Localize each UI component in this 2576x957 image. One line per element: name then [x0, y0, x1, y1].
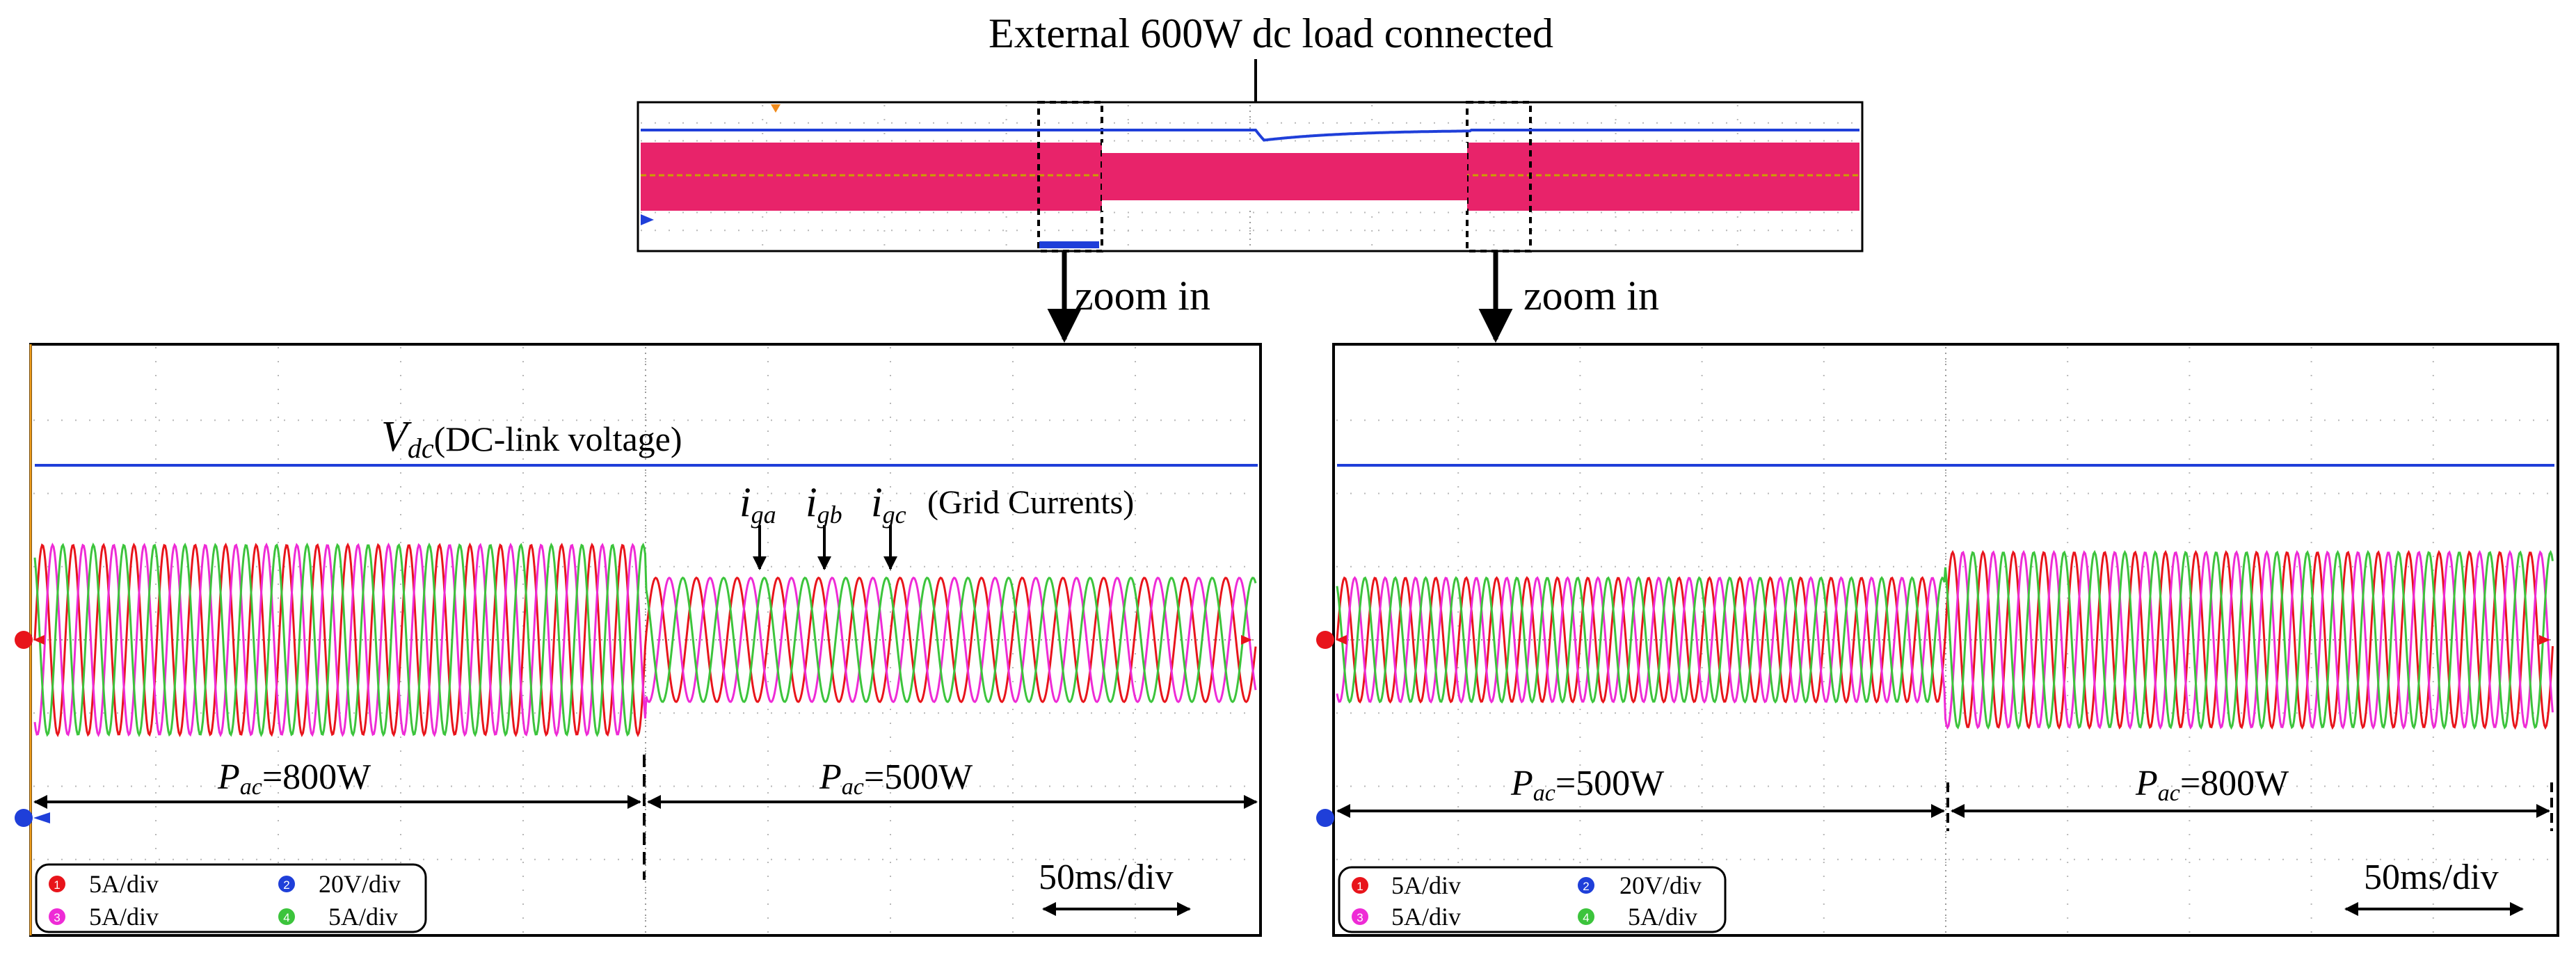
- left-current-waveforms: [33, 542, 1257, 737]
- zoom-label-left: zoom in: [1075, 273, 1210, 319]
- right-ch3-scale: 5A/div: [1391, 903, 1461, 931]
- right-ch1-offset-marker-icon: [1316, 631, 1334, 649]
- svg-text:4: 4: [283, 911, 289, 924]
- zoom-label-right: zoom in: [1523, 273, 1659, 319]
- right-timebase-label: 50ms/div: [2364, 858, 2499, 897]
- right-ch4-scale: 5A/div: [1628, 903, 1697, 931]
- vdc-label: Vdc(DC-link voltage): [381, 413, 682, 464]
- right-ch3-badge: [1352, 908, 1368, 925]
- ch4-current-trace: [1336, 549, 2554, 730]
- vdc-description: (DC-link voltage): [434, 419, 682, 458]
- svg-text:3: 3: [54, 911, 60, 924]
- ch1-current-trace: [1336, 549, 2554, 730]
- ch2-offset-marker-icon: [15, 809, 33, 827]
- ch2-scale: 20V/div: [319, 870, 401, 898]
- igc-subscript: gc: [883, 501, 906, 529]
- ch3-current-trace: [1336, 549, 2554, 730]
- trigger-marker-icon: [771, 104, 781, 113]
- svg-text:3: 3: [1357, 911, 1363, 924]
- right-segment-1-label: Pac=500W: [1510, 764, 1664, 806]
- iga-symbol: i: [739, 479, 751, 525]
- igc-symbol: i: [871, 479, 883, 525]
- grid-currents-label: (Grid Currents): [927, 484, 1134, 521]
- right-ch2-offset-marker-icon: [1316, 809, 1334, 827]
- zoom-panel-right: Pac=500W Pac=800W 1 5A/div 2 20V/div 3 5…: [1316, 343, 2559, 937]
- iga-label: iga: [739, 479, 776, 529]
- ch1-badge: [49, 876, 65, 892]
- svg-text:2: 2: [283, 878, 289, 892]
- zoom-panel-left: Vdc(DC-link voltage) iga igb igc (Grid C…: [15, 343, 1262, 937]
- overview-panel: [637, 101, 1864, 252]
- right-ch1-scale: 5A/div: [1391, 871, 1461, 899]
- svg-text:4: 4: [1583, 911, 1589, 924]
- vdc-subscript: dc: [408, 433, 434, 464]
- ch4-scale: 5A/div: [328, 903, 398, 931]
- load-event-label: External 600W dc load connected: [989, 10, 1553, 56]
- ch4-badge: [278, 908, 295, 925]
- ch3-current-trace: [33, 542, 1257, 737]
- right-legend: 1 5A/div 2 20V/div 3 5A/div 4 5A/div: [1338, 866, 1727, 933]
- svg-text:1: 1: [54, 878, 60, 892]
- left-legend: 1 5A/div 2 20V/div 3 5A/div 4 5A/div: [35, 863, 427, 933]
- right-ch4-badge: [1578, 908, 1594, 925]
- ch1-offset-marker-icon: [15, 631, 33, 649]
- right-right-arrow-icon: [2539, 635, 2550, 645]
- left-ch2-arrow-icon: [33, 812, 50, 823]
- igb-symbol: i: [806, 479, 817, 525]
- left-segment-1-label: Pac=800W: [217, 757, 371, 800]
- right-segment-2-label: Pac=800W: [2135, 764, 2289, 806]
- iga-subscript: ga: [751, 501, 776, 529]
- ch4-current-trace: [33, 542, 1257, 737]
- ch3-scale: 5A/div: [89, 903, 159, 931]
- right-ch2-scale: 20V/div: [1619, 871, 1702, 899]
- igb-subscript: gb: [817, 501, 842, 529]
- igc-label: igc: [871, 479, 906, 529]
- ch2-badge: [278, 876, 295, 892]
- left-timebase-label: 50ms/div: [1039, 858, 1174, 897]
- overview-vdc-trace: [641, 129, 1859, 142]
- right-ch-arrow-icon: [1336, 635, 1347, 645]
- left-ch-arrow-icon: [33, 635, 45, 645]
- right-ch1-badge: [1352, 877, 1368, 894]
- right-ch2-badge: [1578, 877, 1594, 894]
- right-current-waveforms: [1336, 549, 2554, 730]
- ch1-scale: 5A/div: [89, 870, 159, 898]
- igb-label: igb: [806, 479, 842, 529]
- left-right-arrow-icon: [1241, 635, 1252, 645]
- ch3-badge: [49, 908, 65, 925]
- ch2-offset-marker-icon: [641, 214, 654, 225]
- left-segment-2-label: Pac=500W: [819, 757, 973, 800]
- svg-text:1: 1: [1357, 880, 1363, 893]
- overview-cursor-bar: [1039, 241, 1099, 248]
- overview-current-band-reduced: [1102, 153, 1467, 200]
- svg-text:2: 2: [1583, 880, 1589, 893]
- ch1-current-trace: [33, 542, 1257, 737]
- vdc-symbol: V: [381, 413, 412, 460]
